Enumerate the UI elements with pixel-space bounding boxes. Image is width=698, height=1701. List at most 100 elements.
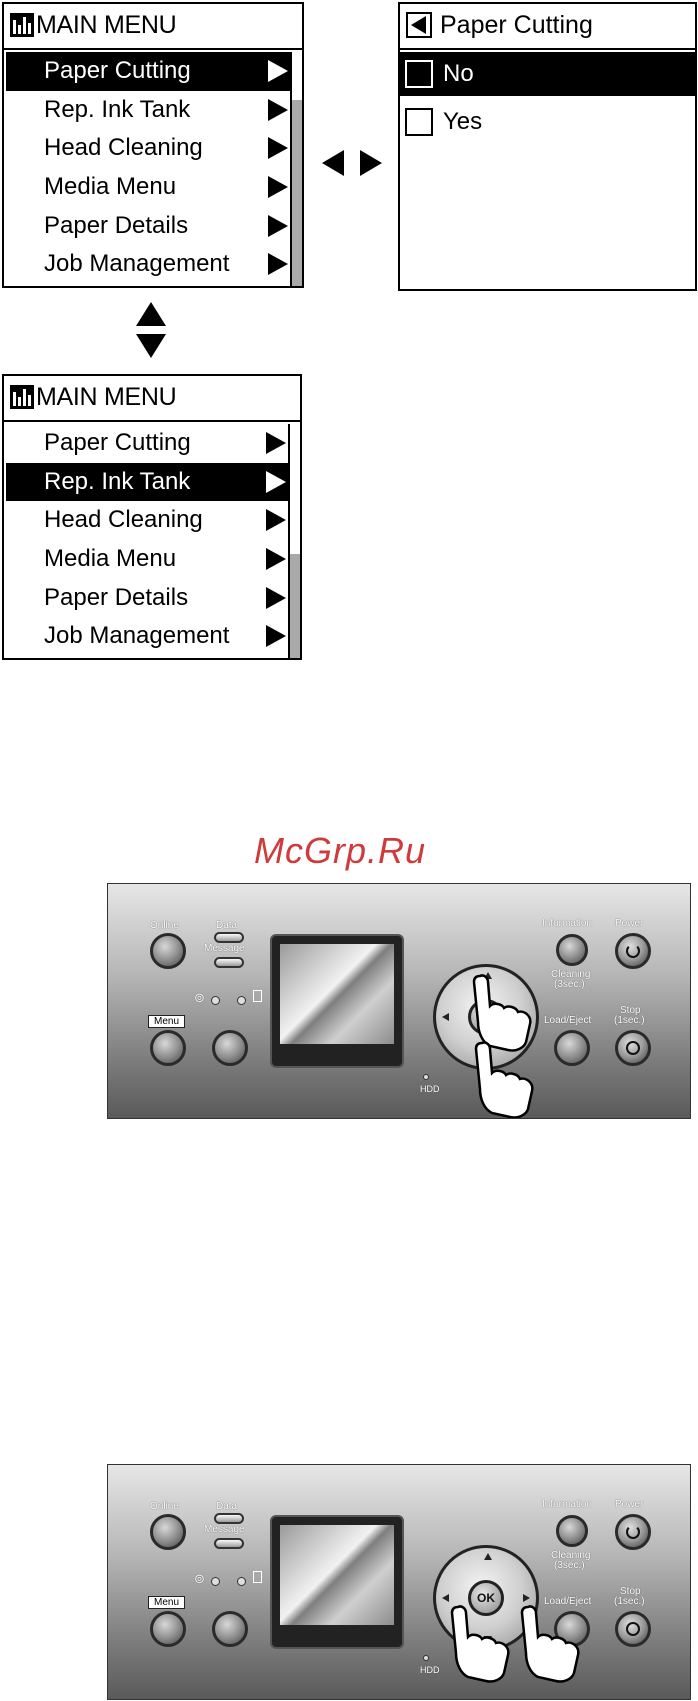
information-label: Information	[542, 1499, 593, 1510]
data-button[interactable]	[214, 1513, 244, 1524]
scrollbar[interactable]	[290, 52, 302, 286]
online-label: Online	[150, 1501, 179, 1512]
power-button[interactable]	[615, 1514, 651, 1550]
roll-paper-icon: ⊚	[194, 990, 205, 1005]
option-yes[interactable]: Yes	[400, 100, 695, 144]
arrow-right-icon	[268, 253, 288, 276]
message-button[interactable]	[214, 957, 244, 968]
online-label: Online	[150, 920, 179, 931]
main-menu-window-bottom: MAIN MENU Paper Cutting Rep. Ink Tank He…	[2, 374, 302, 660]
menu-item-rep-ink-tank[interactable]: Rep. Ink Tank	[6, 91, 294, 130]
main-menu-title: MAIN MENU	[10, 10, 177, 40]
back-icon[interactable]	[406, 12, 432, 38]
arrow-left-icon[interactable]	[442, 1594, 449, 1602]
menu-button[interactable]	[150, 1611, 186, 1647]
pointing-hand-icon	[472, 974, 532, 1052]
arrow-right-icon	[268, 60, 288, 83]
menu-item-paper-cutting[interactable]: Paper Cutting	[6, 424, 292, 463]
arrow-right-icon	[266, 586, 286, 609]
data-label: Data	[216, 920, 238, 931]
arrow-up-icon[interactable]	[484, 972, 492, 979]
arrow-left-icon[interactable]	[442, 1013, 449, 1021]
sheet-led	[237, 996, 246, 1005]
load-eject-label: Load/Eject	[544, 1015, 592, 1026]
ok-button[interactable]: OK	[468, 1580, 504, 1616]
data-button[interactable]	[214, 932, 244, 943]
menu-item-job-management[interactable]: Job Management	[6, 245, 294, 284]
menu-item-paper-details[interactable]: Paper Details	[6, 206, 294, 245]
stop-label: Stop	[620, 1586, 641, 1597]
hdd-led	[423, 1074, 429, 1080]
pointing-hand-icon	[474, 1041, 534, 1118]
arrow-right-icon	[268, 176, 288, 199]
cleaning-sub-label: (3sec.)	[554, 979, 585, 990]
sheet-paper-icon	[253, 1571, 262, 1583]
hdd-led	[423, 1655, 429, 1661]
arrow-right-icon[interactable]	[523, 1594, 530, 1602]
menu-item-paper-cutting[interactable]: Paper Cutting	[6, 52, 294, 91]
control-panel-up-down: Online Data Message ⊚ Menu HDD OK Inform…	[107, 883, 691, 1119]
cleaning-sub-label: (3sec.)	[554, 1560, 585, 1571]
power-icon	[626, 1525, 640, 1539]
power-label: Power	[615, 918, 644, 929]
arrow-up-icon[interactable]	[484, 1553, 492, 1560]
option-no[interactable]: No	[400, 52, 695, 96]
message-button[interactable]	[214, 1538, 244, 1549]
feed-button[interactable]	[212, 1030, 248, 1066]
data-label: Data	[216, 1501, 238, 1512]
main-menu-icon	[10, 13, 34, 37]
menu-item-paper-details[interactable]: Paper Details	[6, 578, 292, 617]
main-menu-list: Paper Cutting Rep. Ink Tank Head Cleanin…	[6, 424, 292, 656]
power-icon	[626, 944, 640, 958]
menu-item-rep-ink-tank[interactable]: Rep. Ink Tank	[6, 462, 292, 502]
stop-button[interactable]	[615, 1611, 651, 1647]
message-label: Message	[204, 943, 245, 954]
roll-led	[211, 1577, 220, 1586]
arrow-right-icon	[268, 214, 288, 237]
control-panel-left-right: Online Data Message ⊚ Menu HDD OK Inform…	[107, 1464, 691, 1700]
arrow-left-icon	[322, 150, 344, 176]
load-eject-button[interactable]	[554, 1611, 590, 1647]
watermark: McGrp.Ru	[254, 830, 427, 871]
stop-button[interactable]	[615, 1030, 651, 1066]
main-menu-icon	[10, 385, 34, 409]
arrow-right-icon	[266, 432, 286, 455]
main-menu-list: Paper Cutting Rep. Ink Tank Head Cleanin…	[6, 52, 294, 284]
load-eject-label: Load/Eject	[544, 1596, 592, 1607]
checkbox-no[interactable]	[405, 60, 433, 88]
arrow-right-icon	[266, 509, 286, 532]
menu-item-head-cleaning[interactable]: Head Cleaning	[6, 129, 294, 168]
menu-item-media-menu[interactable]: Media Menu	[6, 168, 294, 207]
menu-label: Menu	[148, 1596, 186, 1609]
stop-sub-label: (1sec.)	[614, 1015, 645, 1026]
cleaning-label: Cleaning	[551, 969, 591, 980]
navigation-pad[interactable]: OK	[433, 1545, 539, 1651]
menu-item-head-cleaning[interactable]: Head Cleaning	[6, 501, 292, 540]
stop-icon	[626, 1041, 640, 1055]
online-button[interactable]	[150, 1514, 186, 1550]
sheet-led	[237, 1577, 246, 1586]
display-screen	[270, 934, 404, 1068]
arrow-up-icon	[136, 302, 166, 326]
main-menu-title: MAIN MENU	[10, 382, 177, 412]
information-button[interactable]	[556, 934, 588, 966]
scroll-thumb[interactable]	[292, 100, 302, 286]
hdd-label: HDD	[420, 1084, 440, 1094]
load-eject-button[interactable]	[554, 1030, 590, 1066]
arrow-right-icon	[266, 470, 286, 493]
arrow-down-icon	[136, 334, 166, 358]
stop-icon	[626, 1622, 640, 1636]
menu-item-media-menu[interactable]: Media Menu	[6, 540, 292, 579]
scrollbar[interactable]	[288, 424, 300, 658]
power-button[interactable]	[615, 933, 651, 969]
menu-item-job-management[interactable]: Job Management	[6, 617, 292, 656]
menu-button[interactable]	[150, 1030, 186, 1066]
power-label: Power	[615, 1499, 644, 1510]
checkbox-yes[interactable]	[405, 108, 433, 136]
paper-cutting-title: Paper Cutting	[440, 11, 593, 39]
feed-button[interactable]	[212, 1611, 248, 1647]
information-button[interactable]	[556, 1515, 588, 1547]
main-menu-window-top: MAIN MENU Paper Cutting Rep. Ink Tank He…	[2, 2, 304, 288]
online-button[interactable]	[150, 933, 186, 969]
scroll-thumb[interactable]	[290, 554, 300, 658]
